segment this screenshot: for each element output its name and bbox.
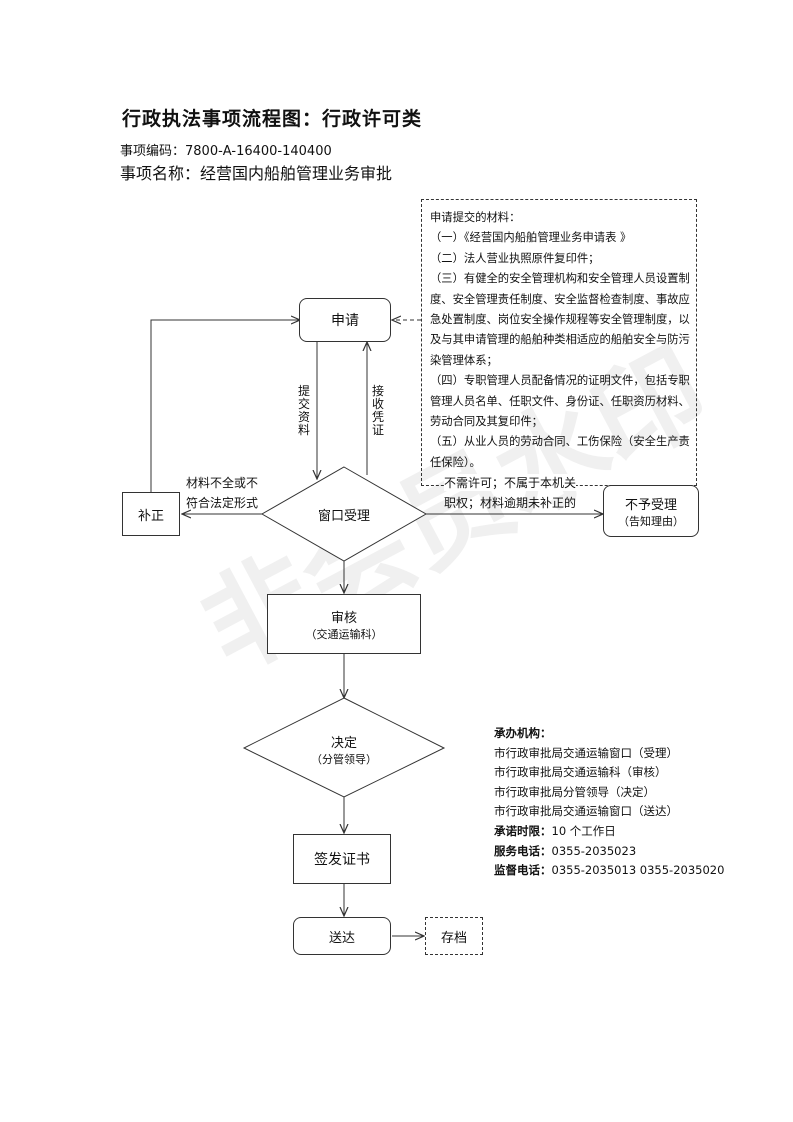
window-node: 窗口受理 bbox=[300, 503, 388, 525]
incomplete-label-1: 材料不全或不 bbox=[186, 476, 259, 490]
materials-box: 申请提交的材料： （一）《经营国内船舶管理业务申请表 》 （二）法人营业执照原件… bbox=[421, 199, 697, 486]
time-value: 10 个工作日 bbox=[551, 823, 616, 838]
archive-label: 存档 bbox=[440, 930, 467, 946]
service-phone-value: 0355-2035023 bbox=[551, 843, 637, 858]
supervise-phone-label: 监督电话： bbox=[494, 863, 552, 878]
materials-line-1: （一）《经营国内船舶管理业务申请表 》 bbox=[430, 231, 632, 245]
org-line-1: 市行政审批局交通运输窗口（受理） bbox=[494, 745, 678, 760]
reject-reason: （告知理由） bbox=[618, 514, 684, 528]
materials-line-3: （三）有健全的安全管理机构和安全管理人员设置制度、安全管理责任制度、安全监督检查… bbox=[430, 272, 690, 367]
decide-role: （分管领导） bbox=[311, 752, 377, 766]
decide-label: 决定 bbox=[330, 735, 357, 751]
issue-label: 签发证书 bbox=[314, 852, 370, 868]
decide-node: 决定 （分管领导） bbox=[290, 728, 398, 770]
decide-diamond bbox=[242, 697, 446, 798]
reject-reason-label-2: 职权；材料逾期未补正的 bbox=[444, 496, 577, 510]
reject-label: 不予受理 bbox=[624, 497, 677, 513]
page-title: 行政执法事项流程图：行政许可类 bbox=[122, 108, 423, 130]
reject-reason-label-1: 不需许可；不属于本机关 bbox=[444, 474, 577, 491]
org-line-3: 市行政审批局分管领导（决定） bbox=[494, 784, 655, 799]
issue-node: 签发证书 bbox=[293, 834, 391, 884]
org-info: 承办机构： 市行政审批局交通运输窗口（受理） 市行政审批局交通运输科（审核） 市… bbox=[494, 724, 724, 881]
org-line-2: 市行政审批局交通运输科（审核） bbox=[494, 765, 667, 780]
receive-label: 接收凭证 bbox=[371, 384, 384, 437]
materials-line-4: （四）专职管理人员配备情况的证明文件，包括专职管理人员名单、任职文件、身份证、任… bbox=[430, 374, 690, 429]
item-name: 事项名称：经营国内船舶管理业务审批 bbox=[120, 164, 393, 183]
org-line-4: 市行政审批局交通运输窗口（送达） bbox=[494, 804, 678, 819]
materials-line-5: （五）从业人员的劳动合同、工伤保险（安全生产责任保险）。 bbox=[430, 435, 690, 469]
time-label: 承诺时限： bbox=[494, 823, 552, 838]
window-label: 窗口受理 bbox=[317, 508, 370, 524]
materials-heading: 申请提交的材料： bbox=[430, 211, 521, 224]
supplement-label: 补正 bbox=[137, 508, 164, 524]
service-phone-label: 服务电话： bbox=[494, 843, 552, 858]
item-code: 事项编码：7800-A-16400-140400 bbox=[120, 144, 332, 159]
archive-node: 存档 bbox=[425, 917, 483, 955]
apply-node: 申请 bbox=[299, 298, 391, 342]
window-diamond bbox=[260, 466, 428, 562]
deliver-node: 送达 bbox=[293, 917, 391, 955]
review-dept: （交通运输科） bbox=[305, 627, 383, 641]
supervise-phone-value: 0355-2035013 0355-2035020 bbox=[551, 863, 725, 878]
deliver-label: 送达 bbox=[328, 930, 355, 946]
materials-line-2: （二）法人营业执照原件复印件； bbox=[430, 251, 600, 265]
review-node: 审核 （交通运输科） bbox=[267, 594, 421, 654]
review-label: 审核 bbox=[330, 610, 357, 626]
incomplete-label-2: 符合法定形式 bbox=[186, 496, 259, 510]
supplement-node: 补正 bbox=[122, 492, 180, 536]
submit-label: 提交资料 bbox=[297, 384, 310, 437]
reject-node: 不予受理 （告知理由） bbox=[603, 485, 699, 537]
org-heading: 承办机构： bbox=[494, 726, 552, 740]
supplement-loop-arrow bbox=[150, 320, 300, 492]
apply-label: 申请 bbox=[331, 313, 359, 329]
